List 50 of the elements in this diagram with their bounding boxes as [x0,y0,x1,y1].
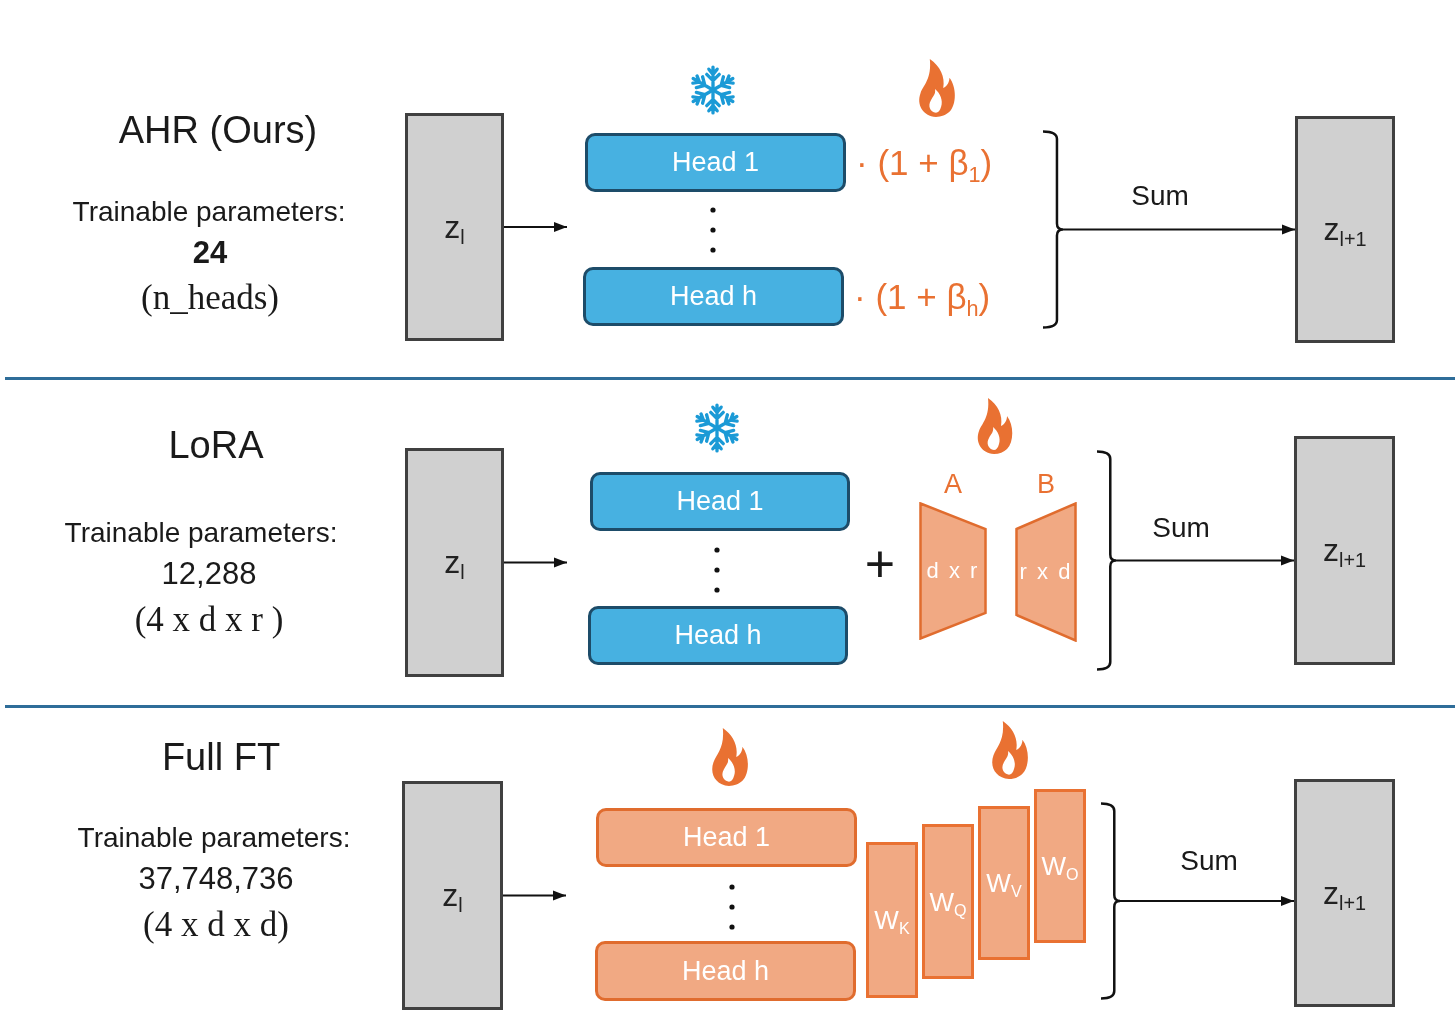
weight-matrix-card [1034,789,1086,943]
matrix-label: W$_{O}$ [1041,851,1079,881]
plus-sign: + [864,535,896,595]
method-title: LoRA [168,424,264,468]
edge-label: Sum [1180,844,1238,878]
edge-label: Sum [1131,179,1189,213]
feature-block: z$_{l}$ [405,448,504,677]
parameter-count: 37,748,736 [138,861,294,897]
method-title: Full FT [161,736,281,780]
attention-head-block: Head 1 [590,472,850,531]
method-title: AHR (Ours) [118,109,318,153]
arrow [504,557,567,568]
scaling-factor-label: · (1 + β$_{1}$) [856,143,993,182]
matrix-label: W$_{K}$ [874,905,910,935]
parameter-formula: (4 x d x r ) [134,599,284,641]
arrow [504,222,567,232]
arrow [1120,896,1294,906]
weight-matrix-card [922,824,974,979]
parameter-count: 24 [192,235,228,271]
attention-head-block: Head h [588,606,848,665]
arrow [1116,555,1294,566]
parameter-caption: Trainable parameters: [64,516,338,550]
arrow [503,890,566,901]
attention-head-block: Head 1 [596,808,857,867]
parameter-formula: (n_heads) [141,277,279,319]
feature-block: z$_{l}$ [402,781,503,1010]
attention-head-block: Head h [595,941,856,1001]
matrix-label: W$_{V}$ [986,868,1022,898]
attention-head-block: Head 1 [585,133,846,192]
attention-head-block: Head h [583,267,844,326]
scaling-factor-label: · (1 + β$_{h}$) [854,277,991,316]
parameter-count: 12,288 [161,556,257,592]
feature-block: z$_{l+1}$ [1294,779,1395,1007]
matrix-dimension-label: r x d [1019,559,1073,585]
curly-bracket [1096,450,1117,671]
arrow [1063,224,1295,235]
weight-matrix-card [978,806,1030,960]
parameter-caption: Trainable parameters: [72,195,346,229]
parameter-formula: (4 x d x d) [143,904,289,946]
parameter-caption: Trainable parameters: [77,821,351,855]
matrix-label: B [1037,470,1055,500]
curly-bracket [1100,802,1121,1000]
curly-bracket [1042,130,1064,329]
matrix-label: A [944,470,962,500]
matrix-dimension-label: d x r [926,558,980,584]
weight-matrix-card [866,842,918,998]
feature-block: z$_{l+1}$ [1294,436,1395,665]
feature-block: z$_{l+1}$ [1295,116,1395,343]
edge-label: Sum [1152,511,1210,545]
feature-block: z$_{l}$ [405,113,504,341]
